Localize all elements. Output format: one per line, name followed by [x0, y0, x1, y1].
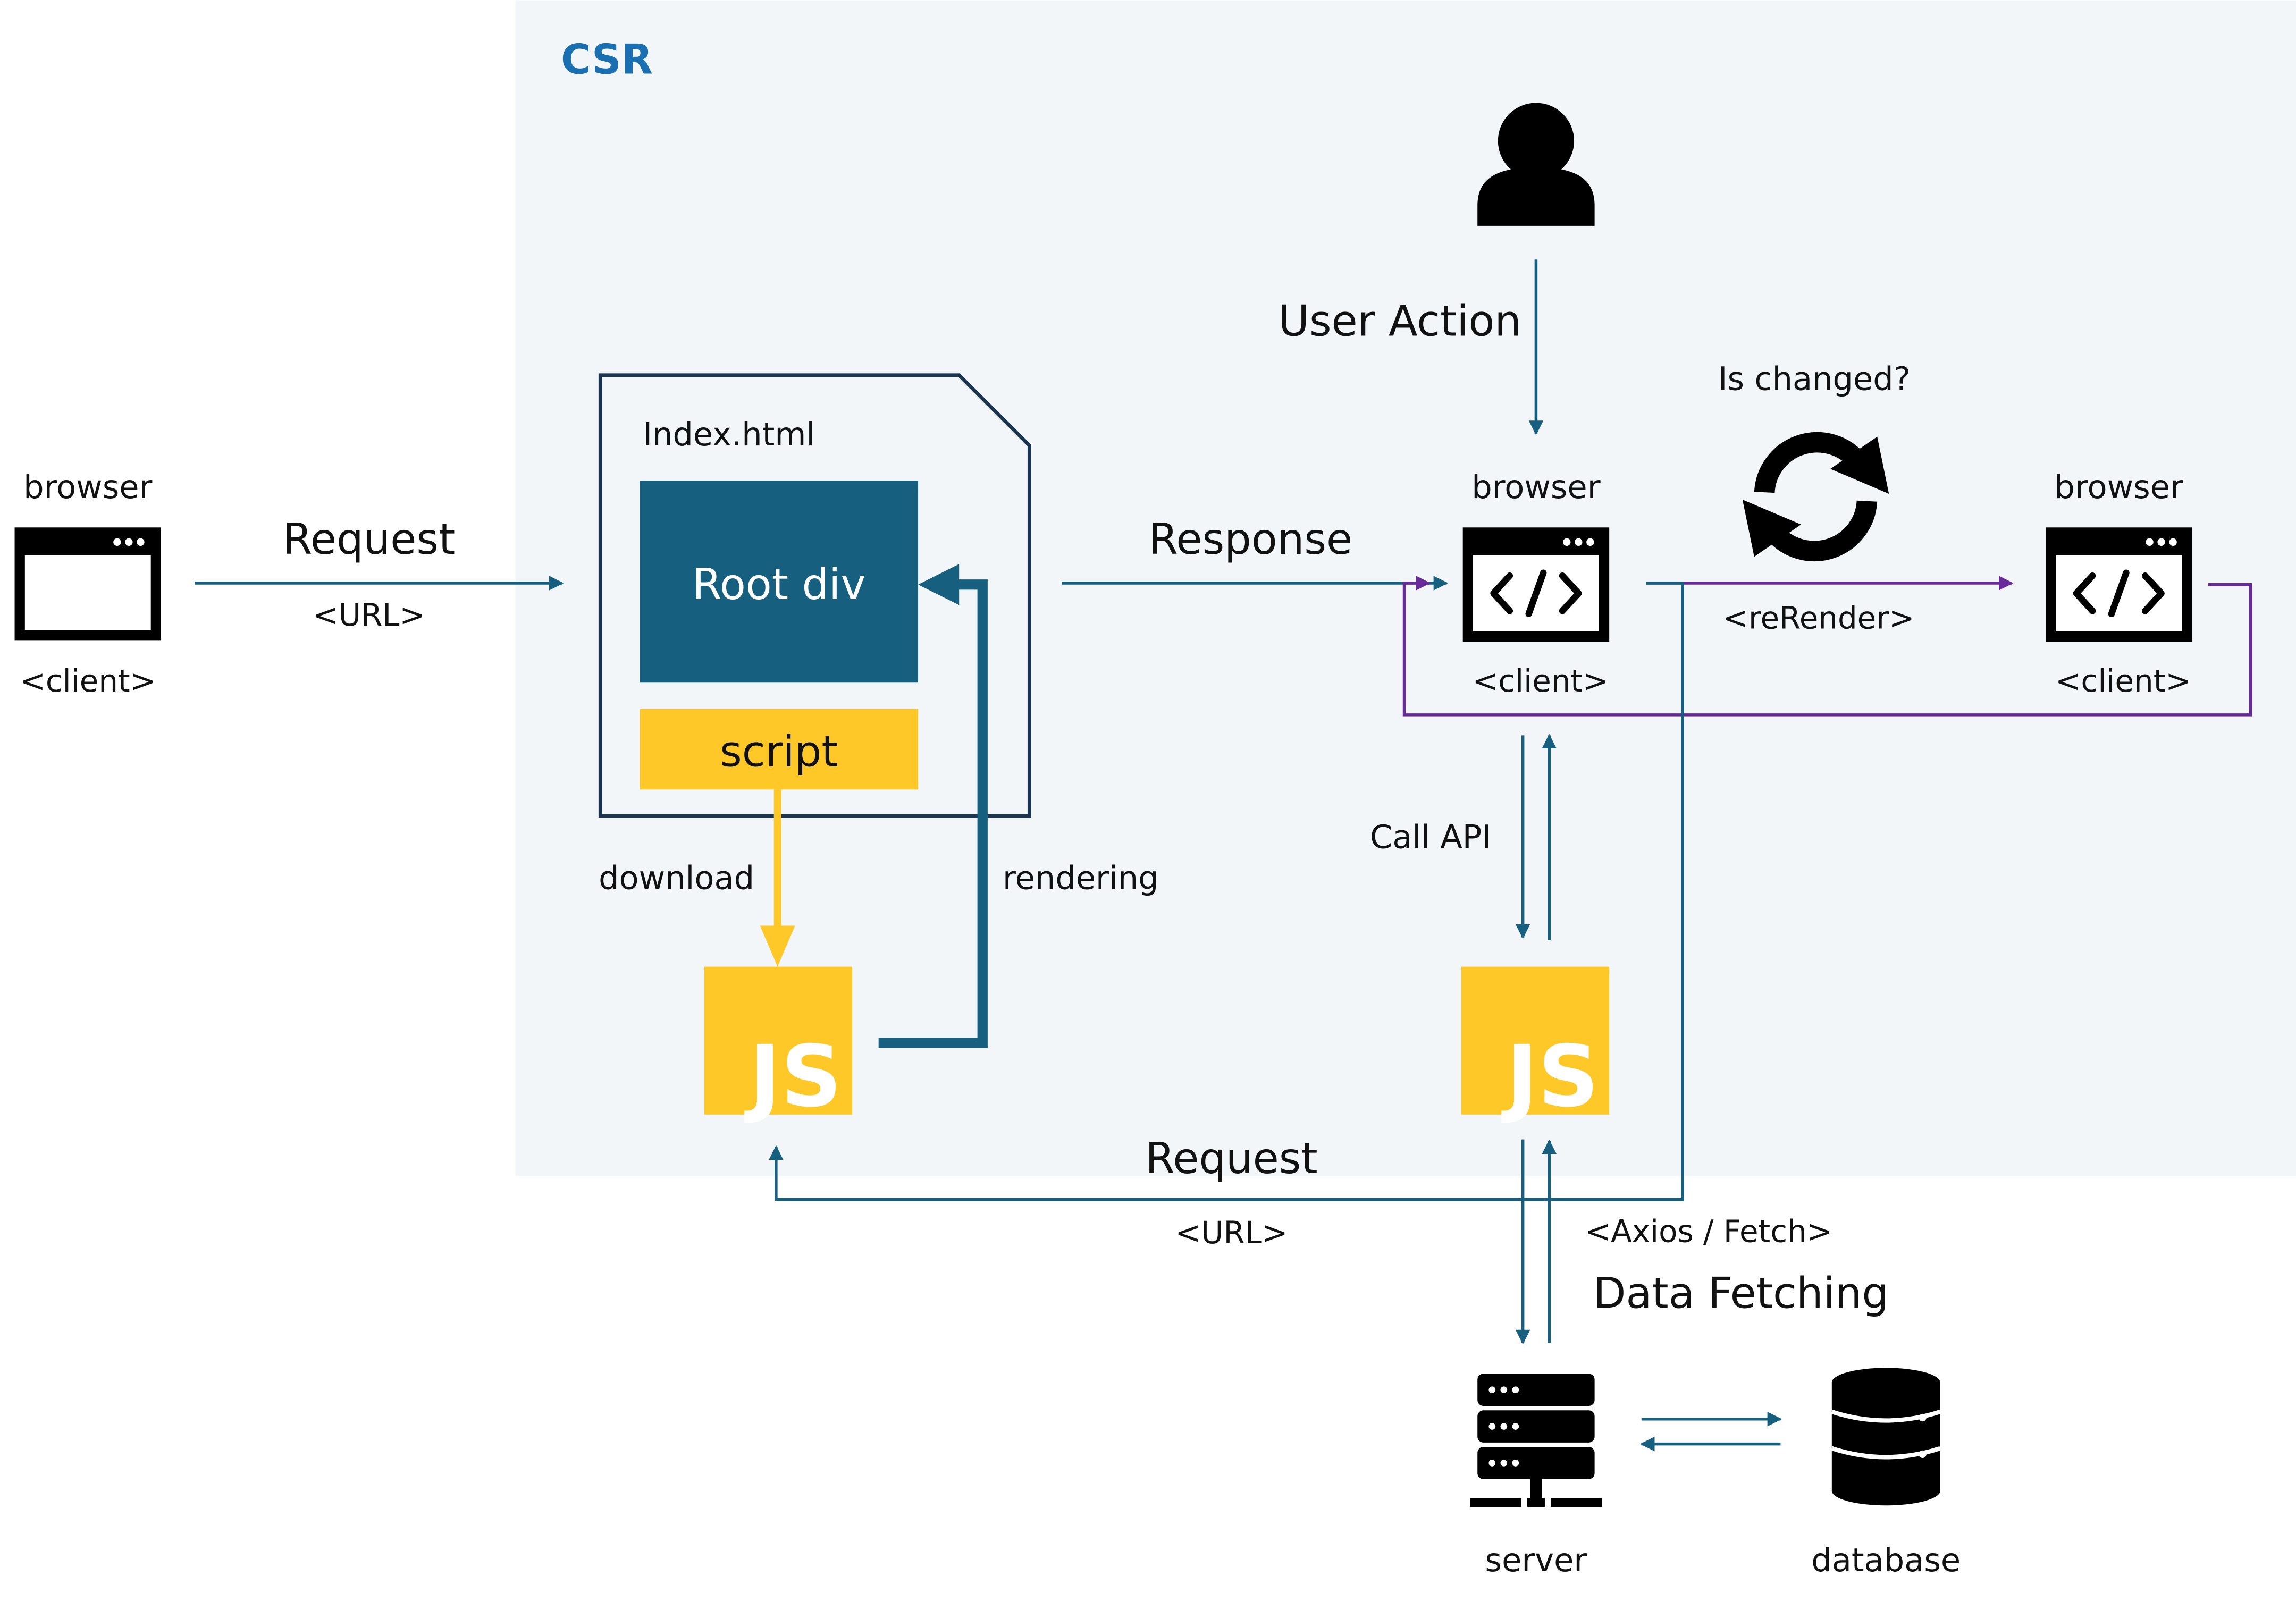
- rendering-arrowhead: [918, 564, 960, 605]
- js-logo-icon: JS: [704, 966, 853, 1126]
- root-div-label: Root div: [692, 560, 865, 609]
- js-logo-icon: JS: [1461, 966, 1610, 1126]
- request-top-label: Request: [283, 515, 455, 564]
- browser-window-icon: [14, 527, 161, 641]
- download-label: download: [599, 860, 754, 897]
- rerender-loop-arrow: [1402, 576, 2252, 717]
- index-html-filename: Index.html: [643, 416, 815, 453]
- database-label: database: [1811, 1542, 1961, 1579]
- right-client-label: <client>: [2055, 663, 2191, 699]
- is-changed-label: Is changed?: [1718, 360, 1911, 398]
- csr-label: CSR: [561, 36, 653, 83]
- code-window-icon: [2045, 527, 2192, 642]
- response-label: Response: [1149, 515, 1353, 564]
- mid-browser-label: browser: [1471, 469, 1600, 506]
- request-bottom-arrow: [769, 582, 1684, 1201]
- request-bottom-label: Request: [1145, 1134, 1317, 1183]
- index-html-document: [598, 373, 1031, 818]
- refresh-icon: [1742, 432, 1889, 562]
- rendering-arrow: [878, 579, 988, 1048]
- database-icon: [1831, 1368, 1941, 1506]
- code-window-icon: [1462, 527, 1610, 642]
- data-fetching-label: Data Fetching: [1593, 1268, 1889, 1318]
- root-div-box: [640, 481, 919, 683]
- left-client-label: <client>: [20, 663, 156, 699]
- script-box: [640, 709, 919, 790]
- left-browser-label: browser: [23, 469, 152, 506]
- mid-client-label: <client>: [1473, 663, 1609, 699]
- rerender-label: <reRender>: [1723, 600, 1915, 636]
- user-action-label: User Action: [1279, 296, 1522, 346]
- user-icon: [1477, 103, 1595, 226]
- request-bottom-url: <URL>: [1175, 1215, 1288, 1251]
- script-label: script: [720, 727, 838, 776]
- right-browser-label: browser: [2055, 469, 2183, 506]
- js-left-text: JS: [744, 1027, 842, 1126]
- rendering-label: rendering: [1003, 860, 1159, 897]
- call-api-label: Call API: [1370, 819, 1491, 856]
- axios-fetch-label: <Axios / Fetch>: [1585, 1213, 1832, 1249]
- download-arrowhead: [760, 925, 795, 967]
- server-icon: [1470, 1374, 1602, 1507]
- js-mid-text: JS: [1501, 1027, 1599, 1126]
- request-top-url: <URL>: [313, 597, 425, 633]
- server-label: server: [1485, 1542, 1587, 1579]
